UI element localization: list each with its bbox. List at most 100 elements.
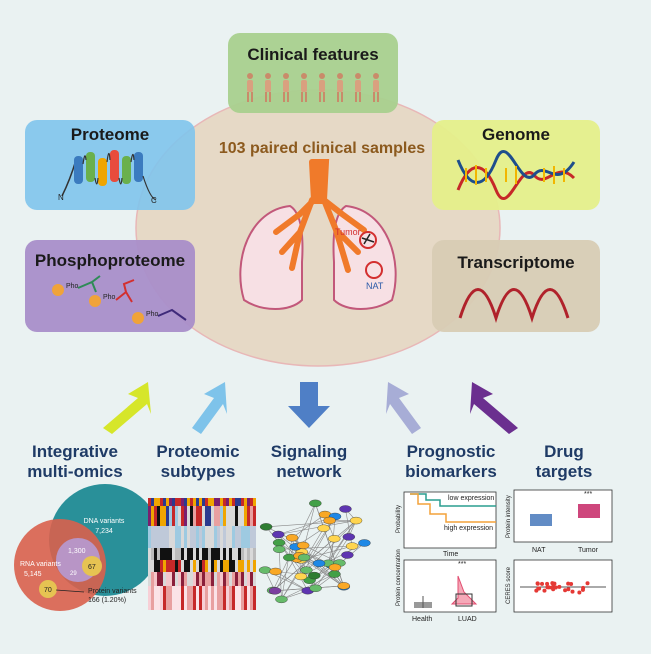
network-node — [273, 546, 285, 553]
ceres-point — [540, 582, 544, 586]
svg-text:DNA variants: DNA variants — [84, 518, 125, 525]
heatmap-cell — [172, 560, 175, 572]
svg-text:network: network — [276, 462, 342, 481]
heatmap-cell — [190, 506, 193, 526]
phosphoproteome-box: Phosphoproteome Pho Pho Pho — [25, 240, 195, 332]
heatmap-cell — [229, 548, 232, 560]
heatmap-cell — [253, 560, 256, 572]
heatmap-cell — [244, 498, 247, 506]
heatmap-cell — [181, 506, 184, 526]
heatmap-cell — [181, 548, 184, 560]
heatmap-cell — [169, 586, 172, 610]
network-node — [328, 535, 340, 542]
ceres-point — [571, 590, 575, 594]
heatmap-cell — [208, 506, 211, 526]
heatmap-cell — [181, 586, 184, 610]
heatmap-cell — [148, 506, 151, 526]
heatmap-cell — [199, 548, 202, 560]
network-node — [350, 517, 362, 524]
heatmap-cell — [199, 498, 202, 506]
heatmap-cell — [202, 498, 205, 506]
heatmap-cell — [235, 586, 238, 610]
svg-text:subtypes: subtypes — [161, 462, 236, 481]
heatmap-cell — [148, 560, 151, 572]
heatmap-cell — [157, 560, 160, 572]
heatmap-cell — [223, 526, 226, 548]
network-edge — [266, 521, 356, 527]
heatmap-cell — [226, 526, 229, 548]
network-node — [338, 582, 350, 589]
arrow-drug — [470, 382, 518, 434]
heatmap-cell — [223, 572, 226, 586]
heatmap-cell — [151, 526, 154, 548]
heatmap-cell — [211, 572, 214, 586]
svg-text:67: 67 — [88, 564, 96, 571]
heatmap-cell — [190, 572, 193, 586]
ceres-point — [550, 581, 554, 585]
ceres-point — [557, 585, 561, 589]
heatmap-cell — [148, 586, 151, 610]
heatmap-cell — [238, 498, 241, 506]
ceres-point — [563, 588, 567, 592]
network-node — [358, 539, 370, 546]
heatmap-cell — [193, 548, 196, 560]
heatmap-cell — [163, 548, 166, 560]
heatmap-cell — [184, 560, 187, 572]
network-node — [313, 560, 325, 567]
heatmap-cell — [238, 506, 241, 526]
heatmap-cell — [226, 586, 229, 610]
heatmap-cell — [160, 586, 163, 610]
heatmap-cell — [211, 560, 214, 572]
ceres-score-plot: CERES score — [506, 560, 612, 612]
network-node — [309, 500, 321, 507]
heatmap-cell — [253, 526, 256, 548]
network-node — [286, 534, 298, 541]
heatmap-cell — [229, 572, 232, 586]
heatmap-cell — [196, 526, 199, 548]
network-node — [295, 573, 307, 580]
heatmap-cell — [250, 506, 253, 526]
heatmap-cell — [178, 586, 181, 610]
heatmap-cell — [175, 572, 178, 586]
heatmap-cell — [187, 526, 190, 548]
network-node — [329, 564, 341, 571]
heatmap-cell — [187, 548, 190, 560]
heatmap-cell — [151, 548, 154, 560]
svg-text:***: *** — [458, 561, 466, 568]
ceres-point — [536, 581, 540, 585]
svg-text:targets: targets — [536, 462, 593, 481]
heatmap-cell — [205, 506, 208, 526]
heatmap-cell — [214, 572, 217, 586]
ceres-point — [545, 582, 549, 586]
heatmap-cell — [193, 498, 196, 506]
heatmap-cell — [178, 560, 181, 572]
heatmap-cell — [163, 586, 166, 610]
svg-text:Protein concentration: Protein concentration — [396, 549, 402, 606]
heatmap-cell — [217, 586, 220, 610]
heatmap-cell — [151, 560, 154, 572]
network-node — [260, 523, 272, 530]
central-title: 103 paired clinical samples — [219, 140, 425, 157]
heatmap-cell — [148, 572, 151, 586]
heatmap-cell — [157, 586, 160, 610]
heatmap-cell — [178, 548, 181, 560]
heatmap-cell — [169, 498, 172, 506]
heatmap-cell — [172, 548, 175, 560]
heatmap-cell — [223, 586, 226, 610]
svg-text:Tumor: Tumor — [578, 547, 599, 554]
heatmap-cell — [217, 548, 220, 560]
heatmap-cell — [151, 498, 154, 506]
heatmap-cell — [244, 506, 247, 526]
heatmap-cell — [250, 572, 253, 586]
heatmap-cell — [214, 498, 217, 506]
heatmap-cell — [250, 560, 253, 572]
svg-text:Drug: Drug — [544, 442, 584, 461]
heatmap-cell — [199, 586, 202, 610]
heatmap-cell — [214, 560, 217, 572]
heatmap-cell — [232, 572, 235, 586]
svg-text:7,234: 7,234 — [95, 528, 113, 535]
svg-text:NAT: NAT — [532, 547, 546, 554]
protein-intensity-boxplot: *** Protein intensity NAT Tumor — [506, 490, 612, 554]
network-node — [318, 525, 330, 532]
heatmap-cell — [187, 572, 190, 586]
